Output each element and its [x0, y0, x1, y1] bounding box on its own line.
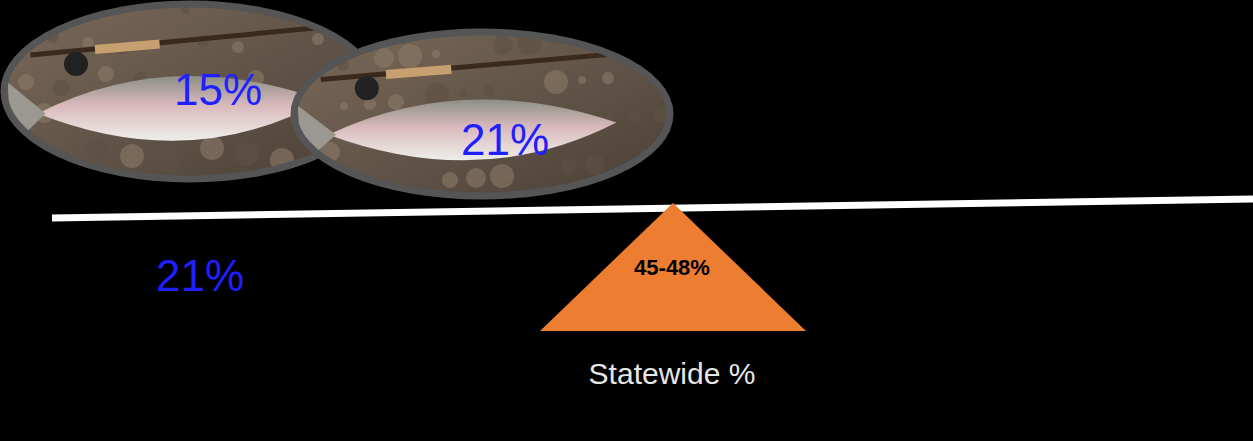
axis-caption: Statewide %: [589, 359, 756, 389]
fulcrum-triangle: 45-48%: [540, 203, 806, 331]
fulcrum-value: 45-48%: [634, 257, 710, 279]
percent-label: 21%: [156, 254, 244, 298]
percent-value: 21%: [461, 118, 549, 162]
photo-illustration: [290, 28, 674, 200]
seesaw-beam: [52, 199, 1253, 218]
trout-photo-ellipse: 21%: [290, 28, 674, 200]
percent-value: 15%: [174, 68, 262, 112]
